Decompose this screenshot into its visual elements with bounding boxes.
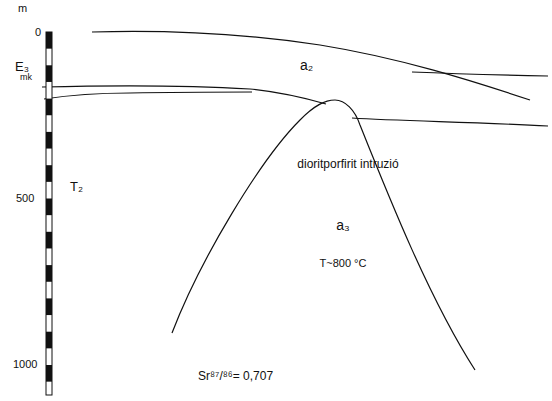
scale-segment	[46, 232, 52, 249]
scale-segment	[46, 32, 52, 49]
depth-tick: 0	[35, 26, 41, 38]
layer-line	[44, 92, 252, 99]
scale-segment	[46, 132, 52, 149]
unit-symbol: a₂	[300, 58, 313, 73]
scale-segment	[46, 265, 52, 282]
layer-line	[42, 86, 326, 104]
depth-tick: 500	[16, 192, 34, 204]
scale-bar	[46, 32, 52, 395]
depth-tick: 1000	[13, 358, 37, 370]
temperature-note: T~800 °C	[293, 257, 393, 270]
unit-symbol: mk	[20, 73, 32, 83]
scale-segment	[46, 99, 52, 116]
unit-label: m	[18, 2, 27, 14]
rock-name: dioritporfirit intruzió	[293, 157, 403, 171]
layer-line	[412, 72, 548, 76]
unit-symbol: a₃	[323, 217, 363, 234]
scale-segment	[46, 165, 52, 182]
scale-segment	[46, 298, 52, 315]
scale-segment	[46, 199, 52, 216]
intrusion-outline	[160, 95, 490, 401]
scale-segment	[46, 65, 52, 82]
unit-symbol: T₂	[70, 180, 83, 194]
surface-line	[92, 31, 530, 100]
scale-segment	[46, 365, 52, 382]
intrusion-body: dioritporfirit intruzió a₃ T~800 °C	[160, 95, 490, 401]
scale-segment	[46, 332, 52, 349]
isotope-note: Sr⁸⁷/⁸⁶= 0,707	[198, 370, 273, 383]
layer-line	[352, 118, 548, 126]
